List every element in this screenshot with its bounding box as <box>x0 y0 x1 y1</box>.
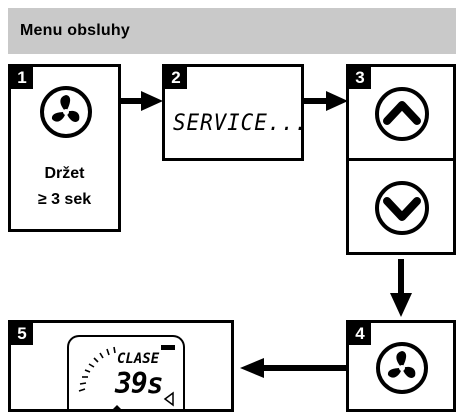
header-bar: Menu obsluhy <box>8 8 456 54</box>
fan-button-icon <box>375 341 429 395</box>
step-5-number: 5 <box>11 323 33 345</box>
arrow-left-icon <box>240 356 346 380</box>
up-arrow-button-icon <box>373 85 431 143</box>
hold-label: Držet <box>44 165 85 182</box>
lcd-label: CLASE <box>117 351 160 367</box>
step-2-number: 2 <box>165 67 187 89</box>
fan-button-icon <box>39 85 93 139</box>
step-2-box: 2 SERVICE... <box>162 64 307 161</box>
step-4-number: 4 <box>349 323 371 345</box>
page-title: Menu obsluhy <box>20 22 130 39</box>
hold-instruction: Držet ≥ 3 sek <box>11 161 118 213</box>
lcd-graphic <box>78 345 175 411</box>
step-1-box: 1 Držet ≥ 3 sek <box>8 64 121 232</box>
hold-duration: ≥ 3 sek <box>37 191 92 208</box>
step-3-upper-box: 3 <box>346 64 456 161</box>
step-5-box: 5 CLASE 39s <box>8 320 234 412</box>
down-arrow-button-icon <box>373 179 431 237</box>
arrow-right-icon <box>121 89 163 113</box>
arrow-down-icon <box>389 259 413 317</box>
arrow-right-icon <box>304 89 348 113</box>
step-3-number: 3 <box>349 67 371 89</box>
lcd-display: CLASE 39s <box>67 335 185 411</box>
service-display-text: SERVICE... <box>173 111 309 136</box>
step-3-lower-box <box>346 158 456 255</box>
step-4-box: 4 <box>346 320 456 412</box>
lcd-value: 39s <box>115 367 164 400</box>
step-1-number: 1 <box>11 67 33 89</box>
